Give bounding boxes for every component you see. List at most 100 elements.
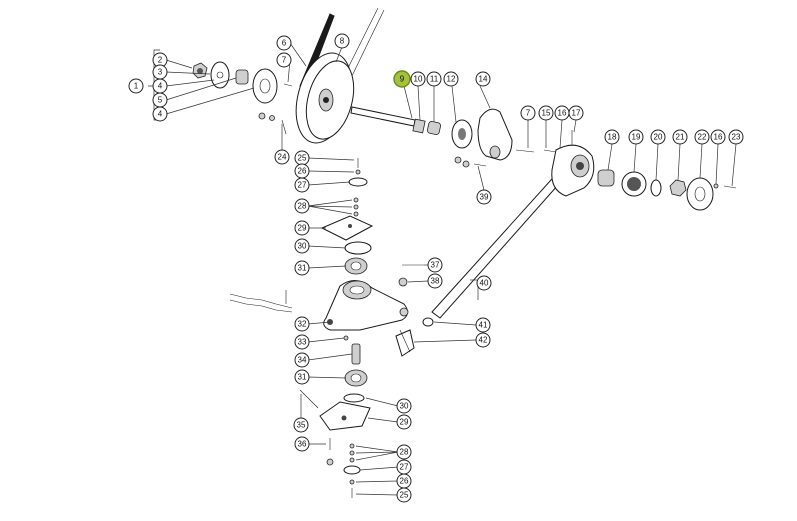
svg-text:2: 2	[158, 56, 163, 65]
callout-6[interactable]: 6	[276, 35, 292, 51]
svg-text:21: 21	[676, 133, 685, 142]
callout-1[interactable]: 1	[128, 78, 144, 94]
svg-text:33: 33	[298, 338, 307, 347]
callout-30[interactable]: 30	[294, 238, 310, 254]
svg-text:41: 41	[479, 321, 488, 330]
bracket	[454, 108, 573, 168]
svg-text:34: 34	[298, 356, 307, 365]
svg-text:37: 37	[431, 261, 440, 270]
callout-19[interactable]: 19	[628, 129, 644, 145]
svg-text:1: 1	[134, 82, 139, 91]
callout-31-second[interactable]: 31	[294, 369, 310, 385]
callout-11[interactable]: 11	[426, 71, 442, 87]
callout-9[interactable]: 9	[393, 70, 411, 88]
callout-18[interactable]: 18	[604, 129, 620, 145]
callout-38[interactable]: 38	[427, 273, 443, 289]
svg-text:4: 4	[158, 110, 163, 119]
callout-12[interactable]: 12	[443, 71, 459, 87]
parts-illustration	[192, 7, 737, 498]
callout-15[interactable]: 15	[538, 105, 554, 121]
callout-17[interactable]: 17	[568, 105, 584, 121]
svg-text:9: 9	[400, 75, 405, 84]
svg-text:29: 29	[400, 418, 409, 427]
callout-40[interactable]: 40	[476, 275, 492, 291]
callout-21[interactable]: 21	[672, 129, 688, 145]
callout-42[interactable]: 42	[475, 332, 491, 348]
callout-10[interactable]: 10	[410, 71, 426, 87]
lower-stack	[299, 335, 371, 498]
large-pulley	[295, 52, 355, 144]
svg-text:19: 19	[632, 133, 641, 142]
knife-section	[229, 290, 293, 313]
callout-34[interactable]: 34	[294, 352, 310, 368]
callout-16-second[interactable]: 16	[710, 129, 726, 145]
shaft	[350, 106, 473, 149]
callout-28-second[interactable]: 28	[396, 444, 412, 460]
svg-text:28: 28	[400, 448, 409, 457]
callout-35[interactable]: 35	[293, 417, 309, 433]
callout-22[interactable]: 22	[694, 129, 710, 145]
svg-text:30: 30	[400, 402, 409, 411]
callout-41[interactable]: 41	[475, 317, 491, 333]
callout-23[interactable]: 23	[728, 129, 744, 145]
svg-text:14: 14	[479, 75, 488, 84]
callout-27-second[interactable]: 27	[396, 459, 412, 475]
callout-7-second[interactable]: 7	[520, 105, 536, 121]
svg-text:4: 4	[158, 82, 163, 91]
callout-2[interactable]: 2	[152, 52, 168, 68]
svg-text:11: 11	[430, 75, 439, 84]
callout-24[interactable]: 24	[274, 149, 290, 165]
callout-33[interactable]: 33	[294, 334, 310, 350]
svg-text:38: 38	[431, 277, 440, 286]
leader-lines	[148, 42, 737, 496]
svg-text:16: 16	[714, 133, 723, 142]
svg-text:8: 8	[340, 37, 345, 46]
svg-text:17: 17	[572, 109, 581, 118]
svg-text:3: 3	[158, 68, 163, 77]
svg-text:24: 24	[278, 153, 287, 162]
callout-7[interactable]: 7	[276, 52, 292, 68]
callout-16[interactable]: 16	[554, 105, 570, 121]
callout-25-second[interactable]: 25	[396, 487, 412, 503]
svg-text:22: 22	[698, 133, 707, 142]
callout-27[interactable]: 27	[294, 177, 310, 193]
callout-30-second[interactable]: 30	[396, 398, 412, 414]
callout-14[interactable]: 14	[475, 71, 491, 87]
callout-25[interactable]: 25	[294, 150, 310, 166]
rod-end	[395, 317, 434, 357]
svg-text:42: 42	[479, 336, 488, 345]
callout-26[interactable]: 26	[294, 163, 310, 179]
svg-text:28: 28	[298, 202, 307, 211]
svg-text:20: 20	[654, 133, 663, 142]
callout-4-second[interactable]: 4	[152, 106, 168, 122]
callout-8[interactable]: 8	[334, 33, 350, 49]
hub-components	[192, 61, 293, 135]
connecting-rod	[431, 144, 595, 319]
svg-text:7: 7	[526, 109, 531, 118]
callout-37[interactable]: 37	[427, 257, 443, 273]
lever-arm	[323, 264, 424, 331]
callout-36[interactable]: 36	[294, 436, 310, 452]
callout-28[interactable]: 28	[294, 198, 310, 214]
svg-text:5: 5	[158, 96, 163, 105]
callout-26-second[interactable]: 26	[396, 473, 412, 489]
svg-text:27: 27	[298, 181, 307, 190]
v-belt-back-strand	[343, 7, 385, 81]
callout-3[interactable]: 3	[152, 64, 168, 80]
callout-29-second[interactable]: 29	[396, 414, 412, 430]
svg-text:18: 18	[608, 133, 617, 142]
callout-20[interactable]: 20	[650, 129, 666, 145]
svg-text:35: 35	[297, 421, 306, 430]
svg-text:16: 16	[558, 109, 567, 118]
svg-text:31: 31	[298, 373, 307, 382]
callout-29[interactable]: 29	[294, 220, 310, 236]
svg-text:25: 25	[400, 491, 409, 500]
callout-4[interactable]: 4	[152, 78, 168, 94]
callout-32[interactable]: 32	[294, 316, 310, 332]
callout-5[interactable]: 5	[152, 92, 168, 108]
svg-text:40: 40	[480, 279, 489, 288]
callout-39[interactable]: 39	[476, 189, 492, 205]
svg-text:39: 39	[480, 193, 489, 202]
callout-31[interactable]: 31	[294, 260, 310, 276]
